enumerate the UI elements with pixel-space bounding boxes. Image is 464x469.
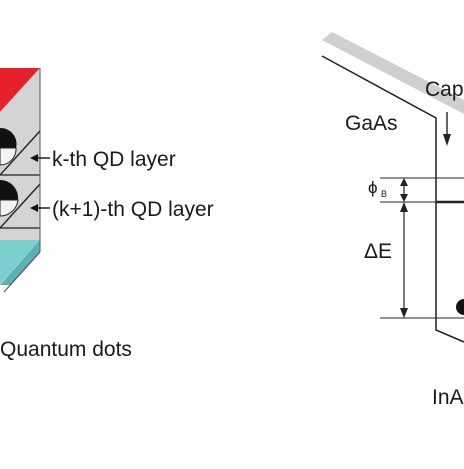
layer-pointers [30, 154, 50, 212]
quantum-dot-shadow [0, 199, 19, 217]
k-layer-arrowhead [30, 154, 38, 162]
bottom-layer-band-edge [0, 240, 40, 285]
cap-label: Cap [425, 78, 464, 101]
phi-b-arrowhead-bottom [400, 194, 408, 202]
conduction-band-edge [321, 55, 464, 343]
phi-b-subscript: B [381, 189, 387, 199]
k1-layer-label: (k+1)-th QD layer [52, 198, 214, 221]
k-layer-label: k-th QD layer [52, 148, 176, 171]
quantum-dot [0, 127, 17, 148]
stack-side [0, 68, 40, 285]
delta-e-arrowhead-top [400, 202, 408, 212]
qd-stack [0, 68, 41, 293]
stack-bottom-edge [3, 251, 41, 293]
gaas-label: GaAs [345, 112, 398, 135]
quantum-dot-shadow [0, 147, 17, 166]
k1-layer-sheet-top [0, 183, 41, 229]
delta-e-arrowhead-bottom [400, 308, 408, 318]
electron-dot [456, 299, 464, 315]
bottom-layer-band [0, 240, 40, 284]
phi-b-arrowhead-top [400, 178, 408, 186]
surface-stripe [322, 32, 464, 114]
delta-e-label: ΔE [364, 240, 392, 263]
inas-label: InA [432, 386, 464, 409]
cap-arrowhead [443, 134, 451, 146]
quantum-dot [0, 179, 19, 200]
phi-b-label: ϕ [368, 178, 378, 197]
band-diagram [321, 32, 464, 343]
k1-layer-arrowhead [30, 204, 38, 212]
quantum-dots-caption: Quantum dots [0, 338, 132, 361]
k-layer-sheet [0, 130, 41, 176]
